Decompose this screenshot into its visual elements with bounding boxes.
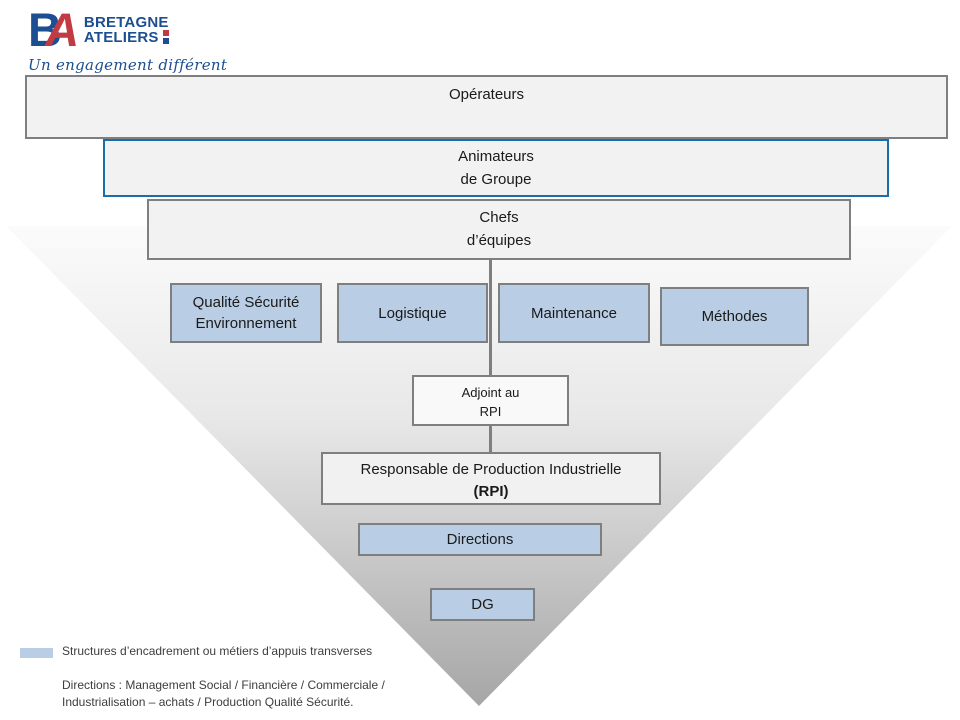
box-directions-label: Directions bbox=[446, 531, 514, 548]
logo-wordmark-line2: ATELIERS bbox=[83, 28, 159, 46]
connector-adjoint-to-rpi bbox=[489, 426, 492, 453]
box-animateurs-line1: Animateurs bbox=[458, 148, 534, 165]
logo-top: BA BRETAGNE ATELIERS bbox=[28, 3, 238, 56]
box-chefs-line2: d’équipes bbox=[466, 232, 532, 249]
footnote-line1: Directions : Management Social / Financi… bbox=[62, 678, 385, 692]
box-qse-line2: Environnement bbox=[195, 315, 297, 332]
box-dg: DG bbox=[430, 588, 535, 621]
logo-wordmark-line1: BRETAGNE bbox=[83, 13, 169, 31]
footnote: Directions : Management Social / Financi… bbox=[62, 677, 385, 711]
logo-monogram-icon: BA bbox=[28, 3, 81, 56]
connector-chefs-to-adjoint bbox=[489, 260, 492, 376]
box-logistique: Logistique bbox=[337, 283, 488, 343]
logo-colon-icon bbox=[162, 29, 169, 44]
legend-label: Structures d’encadrement ou métiers d’ap… bbox=[62, 644, 373, 658]
box-rpi-line2: (RPI) bbox=[473, 483, 509, 500]
box-dg-label: DG bbox=[471, 596, 494, 613]
box-rpi-line1: Responsable de Production Industrielle bbox=[360, 461, 622, 478]
box-methodes-label: Méthodes bbox=[701, 308, 768, 325]
logo-letter-b: B bbox=[28, 3, 62, 56]
box-directions: Directions bbox=[358, 523, 602, 556]
box-operateurs: Opérateurs bbox=[25, 75, 948, 139]
box-methodes: Méthodes bbox=[660, 287, 809, 346]
logo: BA BRETAGNE ATELIERS Un engagement diffé… bbox=[28, 3, 238, 74]
box-maintenance-label: Maintenance bbox=[531, 304, 617, 322]
box-chefs-line1: Chefs bbox=[479, 209, 519, 226]
box-adjoint-au-rpi: Adjoint au RPI bbox=[412, 375, 569, 426]
logo-wordmark: BRETAGNE ATELIERS bbox=[84, 15, 169, 45]
box-qualite-securite-environnement: Qualité Sécurité Environnement bbox=[170, 283, 322, 343]
box-chefs-equipes: Chefs d’équipes bbox=[147, 199, 851, 260]
legend-swatch bbox=[20, 648, 53, 658]
logo-tagline: Un engagement différent bbox=[28, 56, 228, 74]
box-maintenance: Maintenance bbox=[498, 283, 650, 343]
box-operateurs-label: Opérateurs bbox=[448, 86, 525, 103]
footnote-line2: Industrialisation – achats / Production … bbox=[62, 695, 354, 709]
box-qse-line1: Qualité Sécurité bbox=[192, 294, 300, 311]
box-rpi: Responsable de Production Industrielle (… bbox=[321, 452, 661, 505]
box-animateurs: Animateurs de Groupe bbox=[103, 139, 889, 197]
box-logistique-label: Logistique bbox=[378, 304, 447, 322]
box-animateurs-line2: de Groupe bbox=[460, 171, 532, 188]
box-adjoint-line1: Adjoint au bbox=[461, 385, 520, 400]
box-adjoint-line2: RPI bbox=[479, 404, 502, 419]
